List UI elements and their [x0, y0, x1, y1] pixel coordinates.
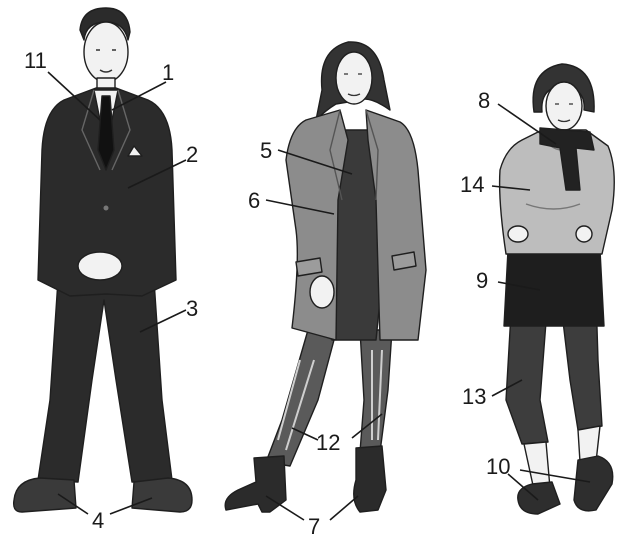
label-13: 13	[462, 384, 486, 409]
label-5: 5	[260, 138, 272, 163]
label-8: 8	[478, 88, 490, 113]
leader-line-7b	[330, 496, 358, 520]
label-7: 7	[308, 514, 320, 538]
label-2: 2	[186, 142, 198, 167]
label-11: 11	[24, 48, 47, 73]
label-12: 12	[316, 430, 340, 455]
label-14: 14	[460, 172, 484, 197]
label-1: 1	[162, 60, 174, 85]
label-3: 3	[186, 296, 198, 321]
label-4: 4	[92, 508, 104, 533]
label-9: 9	[476, 268, 488, 293]
label-10: 10	[486, 454, 510, 479]
girl-in-hoodie-figure	[500, 64, 615, 514]
label-6: 6	[248, 188, 260, 213]
